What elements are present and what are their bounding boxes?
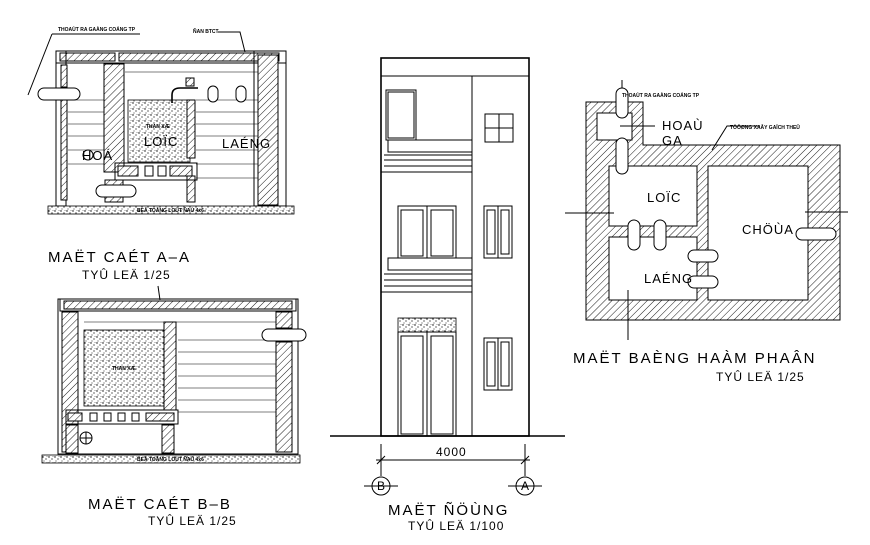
room-settle-label: LAÉNG [222, 136, 271, 151]
axis-a-label: A [521, 479, 530, 493]
filter-note: THAN XÆ [112, 366, 136, 372]
section-aa-title: MAËT CAÉT A–A [48, 249, 191, 266]
outlet-note: THOAÙT RA GAÀNG COÁNG TP [622, 92, 700, 99]
base-note: BEÂ TOÂNG LOÙT ÑAÙ 4x6 [137, 456, 204, 463]
room-filter-label: LOÏC [144, 134, 178, 149]
base-note: BEÂ TOÂNG LOÙT ÑAÙ 4x6 [137, 207, 204, 214]
section-a-a: THOAÙT RA GAÀNG COÁNG TP ÑAN BTCT [27, 26, 295, 282]
wall-note: TÖÔØNG XAÂY GAÏCH THEÛ [730, 123, 800, 131]
slab-note: ÑAN BTCT [193, 28, 219, 35]
section-bb-scale: TYÛ LEÄ 1/25 [148, 513, 237, 528]
filter-note: THAN XÆ [146, 124, 170, 130]
room-filter-label: LOÏC [647, 190, 681, 205]
section-b-b: BEÂ TOÂNG LOÙT ÑAÙ 4x6 THAN XÆ MAËT CAÉT… [41, 285, 307, 528]
section-aa-scale: TYÛ LEÄ 1/25 [82, 267, 171, 282]
floor-plan: THOAÙT RA GAÀNG COÁNG TP TÖÔØNG XAÂY GAÏ… [565, 80, 848, 384]
room-settle-label: LAÉNG [644, 271, 693, 286]
plan-scale: TYÛ LEÄ 1/25 [716, 369, 805, 384]
outlet-note: THOAÙT RA GAÀNG COÁNG TP [58, 26, 136, 33]
elevation-scale: TYÛ LEÄ 1/100 [408, 518, 504, 533]
room-storage-label: CHÖÙA [742, 222, 794, 237]
section-bb-title: MAËT CAÉT B–B [88, 496, 232, 513]
width-dimension: 4000 [436, 445, 467, 459]
axis-b-label: B [377, 479, 386, 493]
room-manhole-label: HOÁ [82, 148, 113, 163]
room-manhole-label-2: GA [662, 133, 683, 148]
room-manhole-label-1: HOAÙ [662, 118, 704, 133]
elevation-title: MAËT ÑÖÙNG [388, 501, 509, 519]
plan-title: MAËT BAÈNG HAÀM PHAÂN [573, 350, 816, 367]
front-elevation: 4000 B A MAËT ÑÖÙNG TYÛ LEÄ 1/100 [330, 57, 565, 533]
